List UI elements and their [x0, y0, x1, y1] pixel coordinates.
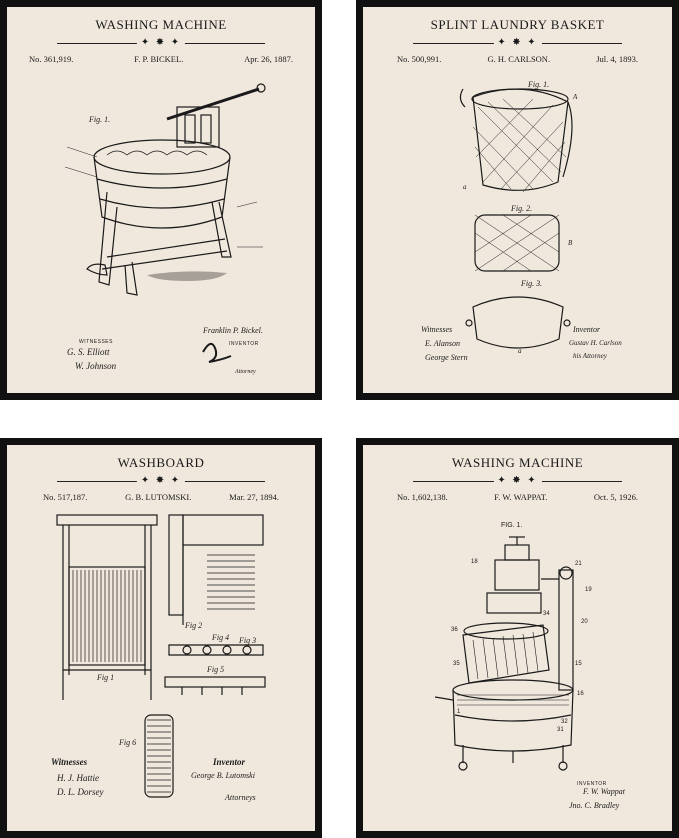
patent-inventor: G. B. LUTOMSKI. — [125, 492, 192, 502]
svg-text:35: 35 — [453, 661, 460, 667]
inventor-label: Inventor — [573, 325, 601, 334]
svg-text:31: 31 — [557, 727, 564, 733]
svg-text:19: 19 — [585, 587, 592, 593]
witness-signature-1: G. S. Elliott — [67, 347, 110, 357]
patent-number: No. 361,919. — [29, 54, 74, 64]
fig-3-label: Fig 3 — [239, 636, 257, 645]
fig-4-label: Fig 4 — [212, 633, 230, 642]
fig-3-label: Fig. 3. — [521, 279, 543, 288]
poster-title: WASHING MACHINE — [95, 17, 227, 32]
washing-machine-drawing — [64, 83, 266, 296]
poster-washboard: WASHBOARD ✦ ✸ ✦ No. 517,187. G. B. LUTOM… — [7, 445, 315, 831]
witness-signature-2: W. Johnson — [75, 361, 117, 371]
attorney-signature: Attorneys — [225, 793, 256, 802]
svg-text:21: 21 — [575, 561, 582, 567]
patent-date: Jul. 4, 1893. — [596, 54, 638, 64]
title-divider: ✦ ✸ ✦ — [413, 36, 622, 50]
svg-text:15: 15 — [575, 661, 582, 667]
witness-signature-1: E. Alanson — [425, 339, 460, 348]
witnesses-label: Witnesses — [421, 325, 453, 334]
inventor-label: Inventor — [213, 757, 246, 767]
patent-meta: No. 1,602,138. F. W. WAPPAT. Oct. 5, 192… — [397, 492, 638, 502]
attorney-signature: his Attorney — [573, 352, 607, 360]
patent-date: Mar. 27, 1894. — [229, 492, 279, 502]
inventor-label: INVENTOR — [577, 781, 607, 787]
svg-text:a: a — [518, 347, 522, 355]
fig-5-label: Fig 5 — [207, 665, 225, 674]
inventor-signature: Franklin P. Bickel. — [203, 326, 263, 335]
patent-meta: No. 517,187. G. B. LUTOMSKI. Mar. 27, 18… — [43, 492, 279, 502]
fig-2-label: Fig 2 — [185, 621, 203, 630]
witnesses-label: Witnesses — [51, 757, 88, 767]
signature-scribble-icon — [202, 342, 232, 363]
inventor-signature: F. W. Wappat — [583, 787, 625, 796]
svg-text:1: 1 — [457, 709, 461, 715]
svg-text:20: 20 — [581, 619, 588, 625]
svg-text:a: a — [463, 183, 467, 191]
patent-inventor: F. P. BICKEL. — [134, 54, 184, 64]
poster-washing-machine-1887: WASHING MACHINE ✦ ✸ ✦ No. 361,919. F. P.… — [7, 7, 315, 393]
inventor-signature: George B. Lutomski — [191, 771, 255, 780]
poster-frame-splint-laundry-basket: SPLINT LAUNDRY BASKET ✦ ✸ ✦ No. 500,991.… — [356, 0, 679, 400]
poster-frame-washboard: WASHBOARD ✦ ✸ ✦ No. 517,187. G. B. LUTOM… — [0, 438, 322, 838]
patent-date: Oct. 5, 1926. — [593, 492, 638, 502]
patent-meta: No. 500,991. G. H. CARLSON. Jul. 4, 1893… — [397, 54, 638, 64]
attorney-signature: Jno. C. Bradley — [569, 801, 620, 810]
washboard-drawing — [56, 514, 266, 798]
title-divider: ✦ ✸ ✦ — [57, 36, 265, 50]
fig-6-label: Fig 6 — [119, 738, 137, 747]
witnesses-label: WITNESSES — [79, 339, 113, 345]
poster-frame-washing-machine-1887: WASHING MACHINE ✦ ✸ ✦ No. 361,919. F. P.… — [0, 0, 322, 400]
poster-splint-laundry-basket: SPLINT LAUNDRY BASKET ✦ ✸ ✦ No. 500,991.… — [363, 7, 672, 393]
witness-signature-1: H. J. Hattie — [57, 773, 99, 783]
ornament-icon: ✦ ✸ ✦ — [493, 474, 542, 488]
ornament-icon: ✦ ✸ ✦ — [493, 36, 542, 50]
patent-inventor: G. H. CARLSON. — [487, 54, 551, 64]
poster-title: SPLINT LAUNDRY BASKET — [430, 17, 605, 32]
patent-number: No. 1,602,138. — [397, 492, 448, 502]
title-divider: ✦ ✸ ✦ — [57, 474, 265, 488]
title-divider: ✦ ✸ ✦ — [413, 474, 622, 488]
svg-text:16: 16 — [577, 691, 584, 697]
inventor-label: INVENTOR — [229, 341, 259, 347]
patent-meta: No. 361,919. F. P. BICKEL. Apr. 26, 1887… — [29, 54, 293, 64]
washing-machine-1926-drawing: 21 19 20 15 16 34 36 35 18 1 32 31 — [434, 536, 592, 771]
attorney-label: Attorney — [235, 369, 256, 375]
ornament-icon: ✦ ✸ ✦ — [136, 474, 186, 488]
patent-number: No. 500,991. — [397, 54, 442, 64]
patent-date: Apr. 26, 1887. — [244, 54, 293, 64]
poster-title: WASHBOARD — [117, 455, 205, 470]
inventor-signature: Gustav H. Carlson — [569, 339, 622, 347]
ornament-icon: ✦ ✸ ✦ — [136, 36, 186, 50]
poster-title: WASHING MACHINE — [451, 455, 584, 470]
patent-number: No. 517,187. — [43, 492, 88, 502]
witness-signature-2: D. L. Dorsey — [57, 787, 104, 797]
fig-1-label: Fig 1 — [97, 673, 115, 682]
poster-washing-machine-1926: WASHING MACHINE ✦ ✸ ✦ No. 1,602,138. F. … — [363, 445, 672, 831]
svg-text:B: B — [568, 239, 573, 247]
svg-text:A: A — [572, 93, 578, 101]
witness-signature-2: George Stern — [425, 353, 468, 362]
fig-2-label: Fig. 2. — [511, 204, 533, 213]
fig-1-label: Fig. 1. — [528, 80, 550, 89]
svg-text:32: 32 — [561, 719, 568, 725]
svg-text:34: 34 — [543, 611, 550, 617]
svg-text:36: 36 — [451, 627, 458, 633]
patent-inventor: F. W. WAPPAT. — [494, 492, 548, 502]
poster-frame-washing-machine-1926: WASHING MACHINE ✦ ✸ ✦ No. 1,602,138. F. … — [356, 438, 679, 838]
fig-label: Fig. 1. — [89, 115, 111, 124]
fig-label: FIG. 1. — [501, 522, 523, 529]
svg-text:18: 18 — [471, 559, 478, 565]
